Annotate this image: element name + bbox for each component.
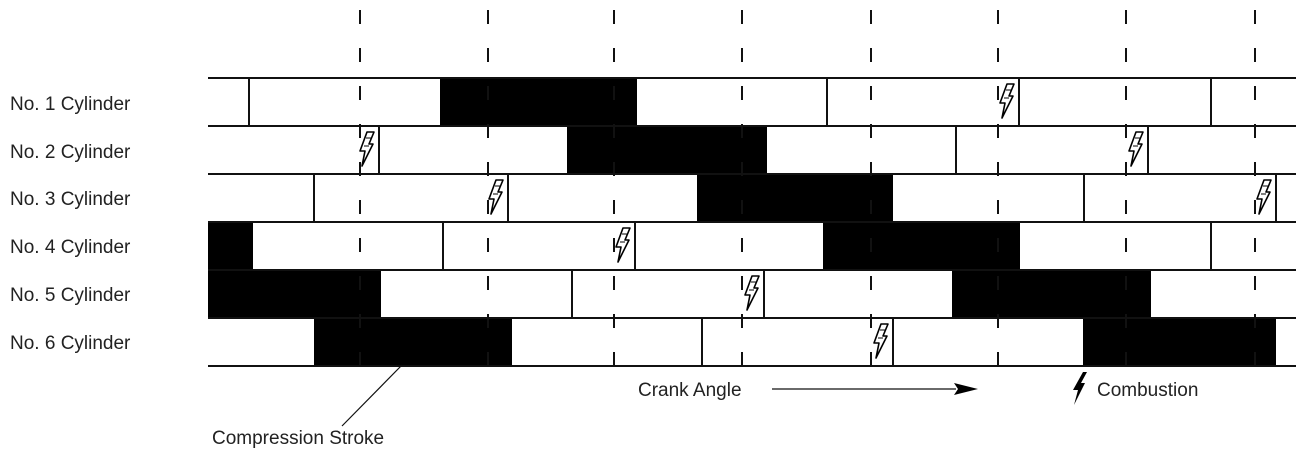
cylinder-labels: No. 1 Cylinder No. 2 Cylinder No. 3 Cyli… <box>10 94 131 354</box>
combustion-spark-icon <box>873 323 889 359</box>
crank-angle-label: Crank Angle <box>638 380 742 401</box>
spark-shape <box>744 275 760 311</box>
compression-stroke-block <box>952 270 1151 318</box>
compression-stroke-block <box>1083 318 1276 366</box>
combustion-legend-label: Combustion <box>1097 380 1198 401</box>
spark-shape <box>615 227 631 263</box>
compression-callout-line <box>341 364 403 427</box>
cylinder-label: No. 5 Cylinder <box>10 285 131 306</box>
compression-stroke-block <box>823 222 1020 270</box>
compression-stroke-block <box>208 270 381 318</box>
compression-stroke-block <box>440 78 637 126</box>
cylinder-label: No. 2 Cylinder <box>10 142 131 163</box>
combustion-spark-icon <box>744 275 760 311</box>
spark-shape <box>359 131 375 167</box>
compression-stroke-label: Compression Stroke <box>212 428 384 449</box>
combustion-legend-icon <box>1073 372 1087 405</box>
spark-shape <box>1128 131 1144 167</box>
combustion-spark-icon <box>999 83 1015 119</box>
compression-stroke-block <box>697 174 893 222</box>
spark-shape <box>999 83 1015 119</box>
combustion-spark-icon <box>1256 179 1272 215</box>
compression-stroke-block <box>314 318 512 366</box>
compression-stroke-block <box>208 222 253 270</box>
spark-shape <box>873 323 889 359</box>
combustion-spark-icon <box>1128 131 1144 167</box>
spark-shape <box>1256 179 1272 215</box>
cylinder-label: No. 4 Cylinder <box>10 237 131 258</box>
combustion-spark-icon <box>615 227 631 263</box>
combustion-markers <box>359 83 1272 359</box>
stroke-layer <box>208 77 1296 367</box>
combustion-spark-icon <box>359 131 375 167</box>
crank-angle-arrowhead <box>954 383 978 395</box>
spark-shape <box>488 179 504 215</box>
cylinder-label: No. 3 Cylinder <box>10 189 131 210</box>
cylinder-label: No. 6 Cylinder <box>10 333 131 354</box>
combustion-spark-icon <box>488 179 504 215</box>
compression-stroke-block <box>567 126 767 174</box>
cylinder-label: No. 1 Cylinder <box>10 94 131 115</box>
